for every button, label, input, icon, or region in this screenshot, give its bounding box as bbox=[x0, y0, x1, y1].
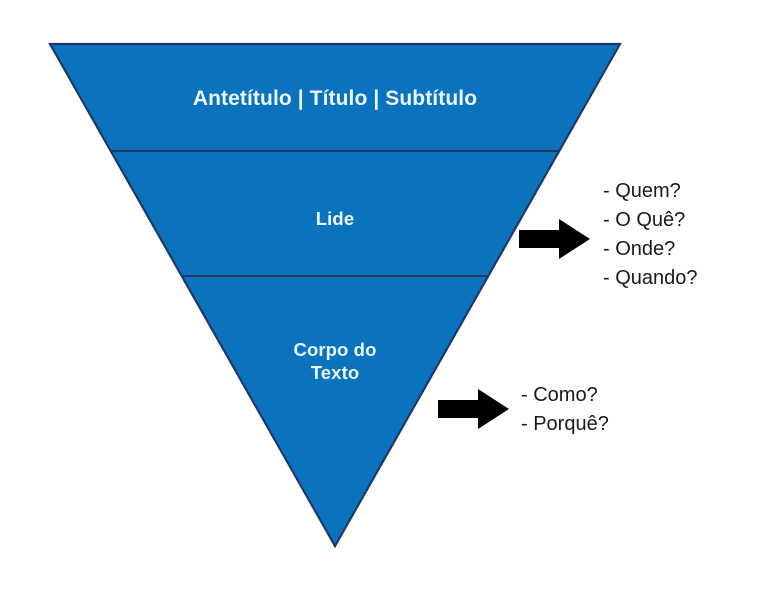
list-item: - O Quê? bbox=[603, 209, 686, 231]
pyramid-body bbox=[48, 42, 622, 549]
list-item: - Porquê? bbox=[521, 413, 609, 435]
right-arrow-icon-lide bbox=[519, 219, 590, 259]
annotation-list-corpo: - Como? - Porquê? bbox=[521, 381, 609, 439]
list-item: - Como? bbox=[521, 384, 598, 406]
list-item: - Onde? bbox=[603, 238, 676, 260]
right-arrow-icon-corpo bbox=[438, 389, 509, 429]
list-item: - Quem? bbox=[603, 180, 681, 202]
annotation-list-lide: - Quem? - O Quê? - Onde? - Quando? bbox=[603, 177, 698, 293]
list-item: - Quando? bbox=[603, 267, 698, 289]
